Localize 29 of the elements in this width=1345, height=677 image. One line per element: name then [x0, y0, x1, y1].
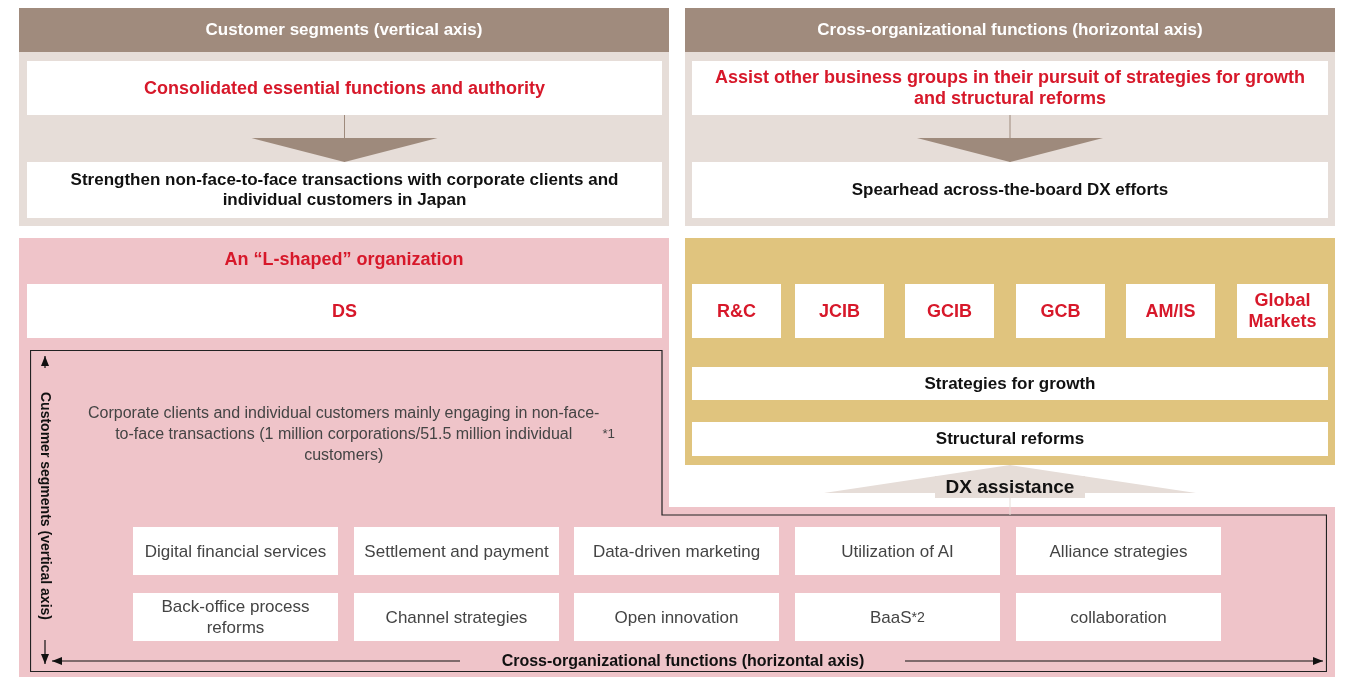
- function-box: Settlement and payment: [354, 527, 559, 575]
- edge-label: DX assistance: [935, 476, 1085, 498]
- function-box: Channel strategies: [354, 593, 559, 641]
- text-box: Structural reforms: [692, 422, 1328, 456]
- text-box: JCIB: [795, 284, 884, 338]
- function-box: Utilization of AI: [795, 527, 1000, 575]
- panel-header: Cross-organizational functions (horizontal axis): [685, 8, 1335, 52]
- panel: [19, 8, 669, 226]
- text-box: Strengthen non-face-to-face transactions with corporate clients and individual customers in Japan: [27, 162, 662, 218]
- text-box: GCB: [1016, 284, 1105, 338]
- function-box: Open innovation: [574, 593, 779, 641]
- text-box: DS: [27, 284, 662, 338]
- text-box: GCIB: [905, 284, 994, 338]
- panel-header: Customer segments (vertical axis): [19, 8, 669, 52]
- text-box: Consolidated essential functions and authority: [27, 61, 662, 115]
- text-box: AM/IS: [1126, 284, 1215, 338]
- function-box: Digital financial services: [133, 527, 338, 575]
- text-box: Spearhead across-the-board DX efforts: [692, 162, 1328, 218]
- function-box: Data-driven marketing: [574, 527, 779, 575]
- function-box: collaboration: [1016, 593, 1221, 641]
- text-box: Strategies for growth: [692, 367, 1328, 400]
- panel-title: An “L-shaped” organization: [223, 247, 465, 271]
- text-box: Global Markets: [1237, 284, 1328, 338]
- function-box: Back-office process reforms: [133, 593, 338, 641]
- text-box: R&C: [692, 284, 781, 338]
- function-box: Alliance strategies: [1016, 527, 1221, 575]
- panel: [685, 8, 1335, 226]
- text-box: Assist other business groups in their pursuit of strategies for growth and structural reforms: [692, 61, 1328, 115]
- panel: [685, 238, 1335, 465]
